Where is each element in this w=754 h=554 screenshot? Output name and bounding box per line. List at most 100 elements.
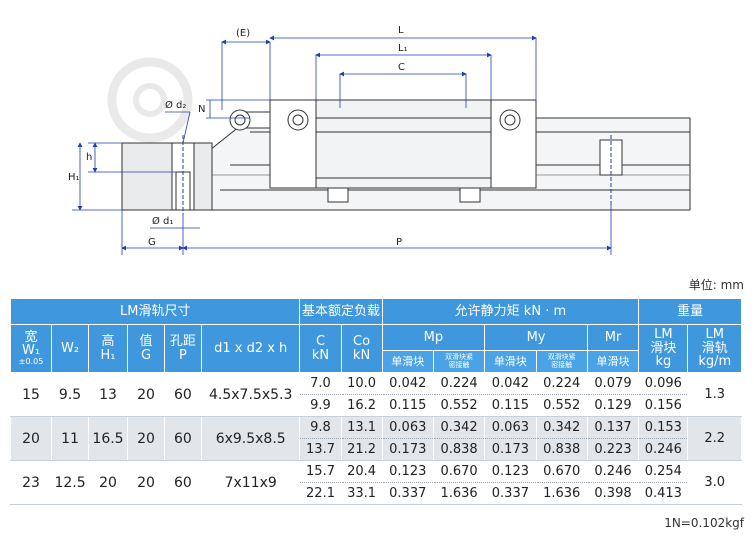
- col-header-p: 孔距 P: [163, 324, 202, 373]
- cell-dims: 6x9.5x8.5: [200, 416, 301, 461]
- subheader-mr-single: 单滑块: [586, 350, 640, 373]
- cell-g: 20: [127, 372, 165, 417]
- cell-block-kg: 0.153: [638, 416, 689, 439]
- table-row: 15 9.5 13 20 60 4.5x7.5x5.3 7.0 10.0 0.0…: [9, 372, 742, 417]
- col-header-block-weight-lm: LM: [654, 327, 673, 343]
- cell-mr: 0.129: [586, 394, 640, 417]
- cell-mp-single: 0.123: [381, 460, 434, 483]
- dim-label-g: G: [148, 237, 156, 248]
- col-header-rail-weight-lm: LM: [705, 327, 724, 343]
- table-row: 13.7 21.2 0.173 0.838 0.173 0.838 0.223 …: [11, 438, 742, 461]
- subheader-my-double-l2: 密接触: [551, 360, 573, 369]
- cell-p: 60: [163, 372, 202, 417]
- col-header-w1-tol: ±0.05: [18, 356, 44, 366]
- col-header-c: C kN: [299, 324, 342, 373]
- cell-dims: 7x11x9: [200, 460, 301, 505]
- col-header-co-unit: kN: [352, 347, 371, 363]
- col-header-w1-cn: 宽: [24, 329, 38, 345]
- cell-my-double: 0.670: [535, 460, 588, 483]
- carriage-block: [269, 99, 537, 203]
- cell-mr: 0.223: [586, 438, 640, 461]
- col-header-g-cn: 值: [139, 333, 153, 349]
- cell-dims: 4.5x7.5x5.3: [200, 372, 301, 417]
- unit-label: 单位: mm: [688, 278, 744, 292]
- grease-nipple: [229, 109, 271, 131]
- rail-holes-right: [599, 135, 623, 205]
- dim-label-d2: Ø d₂: [165, 99, 186, 111]
- cell-co: 33.1: [340, 482, 383, 505]
- group-header-load-rating: 基本额定负载: [299, 298, 383, 325]
- group-header-weight: 重量: [638, 298, 742, 325]
- col-header-g-sym: G: [140, 347, 152, 363]
- col-header-rail-weight-cn: 滑轨: [701, 340, 728, 356]
- col-header-h1: 高 H₁: [88, 324, 128, 373]
- dim-label-n: N: [198, 104, 205, 115]
- cell-mr: 0.398: [586, 482, 640, 505]
- cell-mp-single: 0.063: [381, 416, 434, 439]
- col-header-h1-sym: H₁: [100, 347, 116, 363]
- cell-my-double: 1.636: [535, 482, 588, 505]
- cell-p: 60: [163, 460, 202, 505]
- cell-w2: 11: [51, 416, 89, 461]
- cell-mp-double: 0.552: [432, 394, 486, 417]
- dim-label-h1: H₁: [68, 172, 80, 183]
- cell-w1: 15: [9, 372, 53, 417]
- col-header-w1-sym: W₁: [21, 343, 41, 359]
- cell-block-kg: 0.156: [638, 394, 689, 417]
- col-header-rail-weight-unit: kg/m: [698, 354, 732, 370]
- cell-rail-kg: 2.2: [687, 416, 742, 461]
- cell-h1: 20: [88, 460, 128, 505]
- col-header-c-sym: C: [315, 333, 326, 349]
- cell-mp-double: 0.224: [432, 372, 486, 395]
- cell-my-single: 0.337: [484, 482, 537, 505]
- subheader-mp-double: 双滑块紧 密接触: [432, 350, 486, 373]
- cell-w1: 20: [9, 416, 53, 461]
- cell-g: 20: [127, 416, 165, 461]
- cell-block-kg: 0.254: [638, 460, 689, 483]
- cell-my-double: 0.838: [535, 438, 588, 461]
- cell-c: 7.0: [299, 372, 342, 395]
- col-header-rail-weight: LM 滑轨 kg/m: [687, 324, 742, 373]
- dim-label-d1: Ø d₁: [152, 215, 173, 227]
- cell-my-double: 0.224: [535, 372, 588, 395]
- cell-c: 9.8: [299, 416, 342, 439]
- cell-mp-double: 0.342: [432, 416, 486, 439]
- dimension-lines: [72, 35, 612, 255]
- cell-h1: 16.5: [88, 416, 128, 461]
- col-header-block-weight-cn: 滑块: [650, 340, 677, 356]
- col-header-g: 值 G: [127, 324, 165, 373]
- cell-mr: 0.079: [586, 372, 640, 395]
- cell-h1: 13: [88, 372, 128, 417]
- cell-mp-double: 1.636: [432, 482, 486, 505]
- cell-c: 22.1: [299, 482, 342, 505]
- cell-co: 16.2: [340, 394, 383, 417]
- cell-co: 10.0: [340, 372, 383, 395]
- dim-label-l: L: [398, 25, 404, 36]
- cell-mp-double: 0.670: [432, 460, 486, 483]
- dim-label-e: (E): [236, 28, 250, 39]
- cell-my-single: 0.042: [484, 372, 537, 395]
- cell-mp-single: 0.115: [381, 394, 434, 417]
- table-row: 20 11 16.5 20 60 6x9.5x8.5 9.8 13.1 0.06…: [9, 416, 742, 461]
- cell-mp-single: 0.042: [381, 372, 434, 395]
- col-header-w2: W₂: [51, 324, 89, 373]
- col-header-w1: 宽 W₁ ±0.05: [9, 324, 53, 373]
- subheader-mp-single: 单滑块: [381, 350, 434, 373]
- rail-end-section: [121, 135, 213, 215]
- cell-co: 21.2: [340, 438, 383, 461]
- cell-mr: 0.137: [586, 416, 640, 439]
- col-header-c-unit: kN: [311, 347, 330, 363]
- subheader-my-double-l1: 双滑块紧: [547, 352, 576, 361]
- cell-rail-kg: 3.0: [687, 460, 742, 505]
- cell-co: 13.1: [340, 416, 383, 439]
- cell-my-single: 0.115: [484, 394, 537, 417]
- dim-label-h: h: [86, 152, 92, 163]
- cell-p: 60: [163, 416, 202, 461]
- col-header-p-sym: P: [179, 347, 187, 363]
- subheader-mp-double-l1: 双滑块紧: [445, 352, 474, 361]
- cell-my-single: 0.063: [484, 416, 537, 439]
- group-header-rail-size: LM滑轨尺寸: [9, 298, 301, 325]
- cell-my-single: 0.173: [484, 438, 537, 461]
- col-header-co-sym: Co: [353, 333, 371, 349]
- table-row: 22.1 33.1 0.337 1.636 0.337 1.636 0.398 …: [11, 482, 742, 505]
